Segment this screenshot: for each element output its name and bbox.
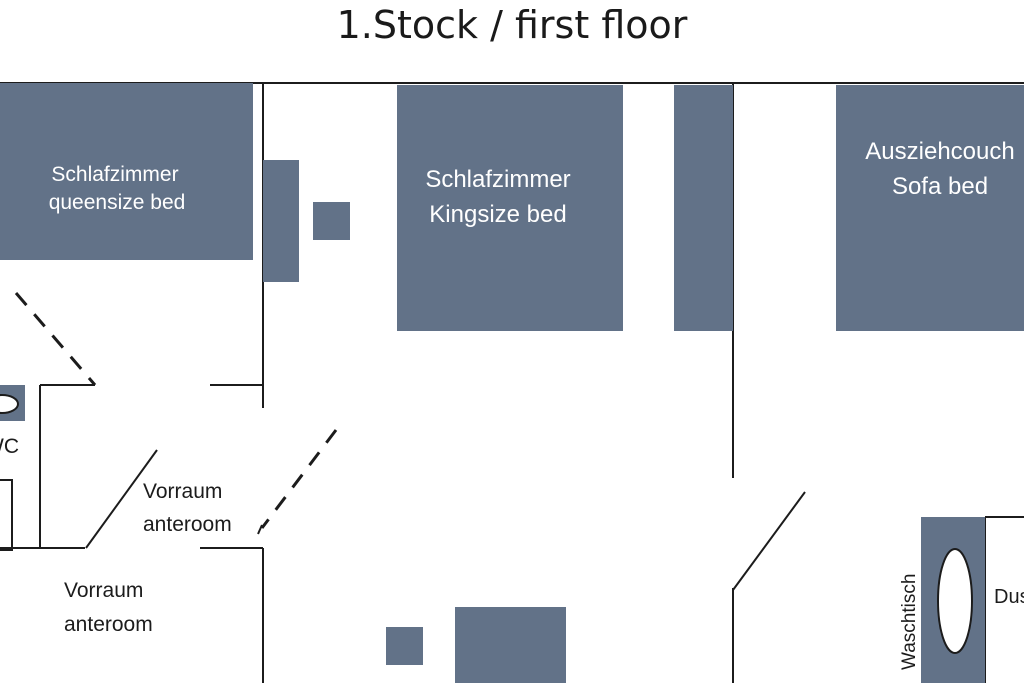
label-anteroom-inner-1: Vorraum [143,480,222,503]
cabinet [674,85,733,331]
label-washbasin: Waschtisch [899,574,920,670]
label-sofa-2: Sofa bed [892,173,988,200]
table [455,607,566,683]
label-bedroom-queen-1: Schlafzimmer [51,163,178,186]
label-bedroom-king-2: Kingsize bed [429,201,566,228]
sofa-bed [836,85,1024,331]
label-wc: WC [0,435,19,458]
nightstand [313,202,350,240]
door-bathroom [732,491,806,591]
label-anteroom-outer-1: Vorraum [64,579,143,602]
wc-fixture-outline [0,479,13,551]
toilet-bowl [0,394,19,414]
door-anteroom-left [85,449,158,549]
door-swing-bedroom [14,292,97,386]
kingsize-bed [397,85,623,331]
label-anteroom-inner-2: anteroom [143,513,232,536]
floor-plan-title: 1.Stock / first floor [336,3,688,47]
wardrobe-left [263,160,299,282]
label-bedroom-king-1: Schlafzimmer [425,166,570,193]
queensize-bed [0,83,253,260]
label-bedroom-queen-2: queensize bed [49,191,186,214]
small-table [386,627,423,665]
label-sofa-1: Ausziehcouch [865,138,1014,165]
washbasin-sink [937,548,973,654]
label-anteroom-outer-2: anteroom [64,613,153,636]
door-swing-anteroom [260,429,338,529]
label-shower: Dusche [994,586,1024,608]
